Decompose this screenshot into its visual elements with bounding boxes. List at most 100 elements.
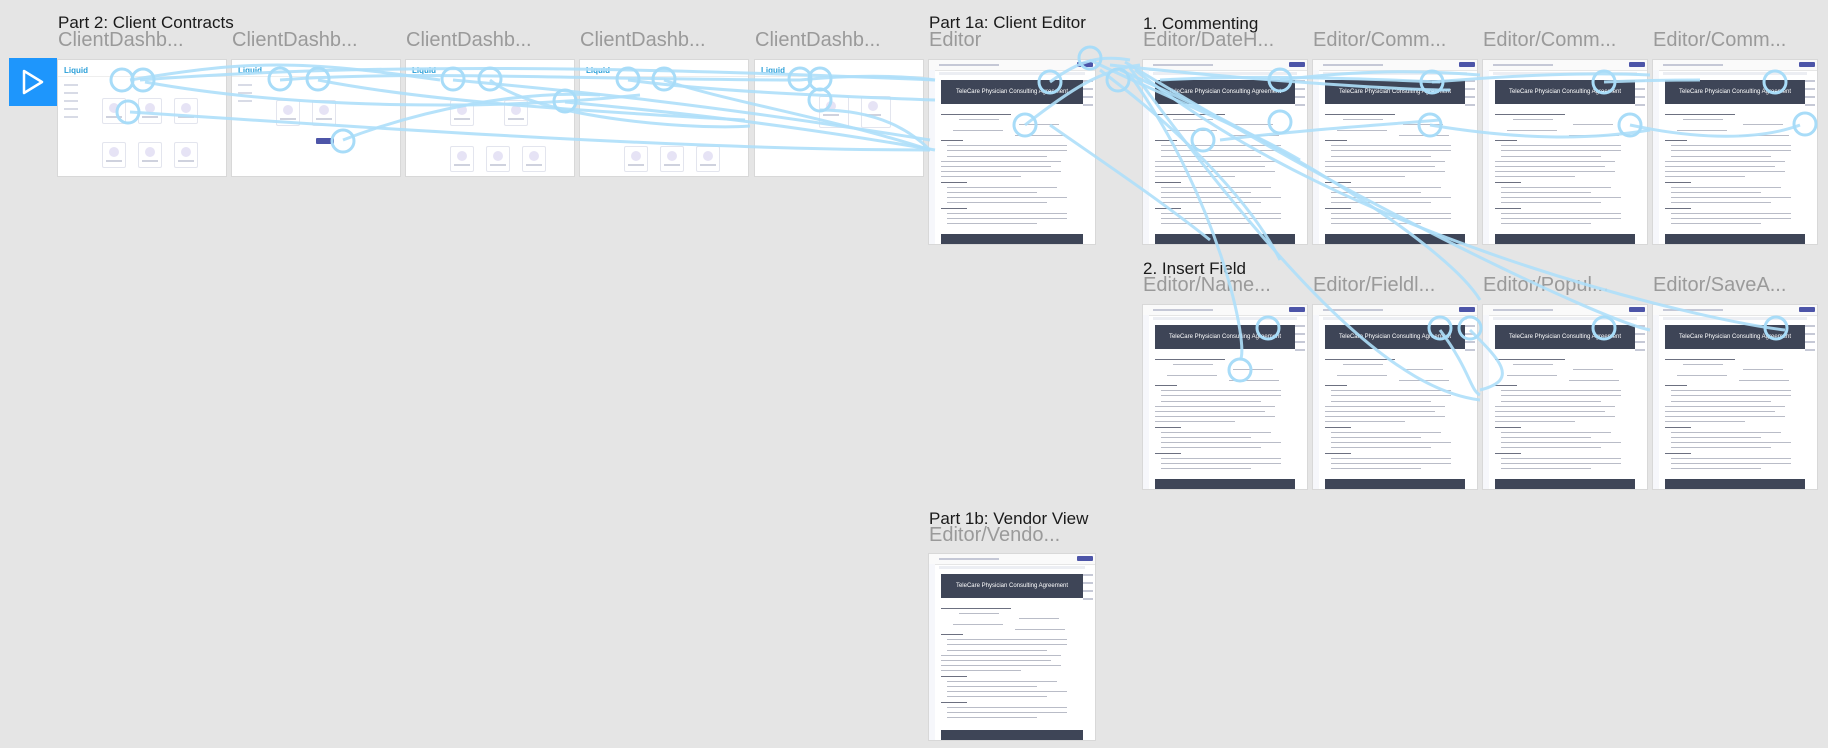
share-button[interactable] <box>1289 307 1305 312</box>
contract-card[interactable] <box>174 98 198 124</box>
document-text-line <box>1671 463 1791 464</box>
document-text-line <box>1665 405 1785 407</box>
share-button[interactable] <box>1629 62 1645 67</box>
sidebar-item[interactable] <box>64 92 78 94</box>
frame-editor-8[interactable]: TeleCare Physician Consulting Agreement <box>1483 305 1647 489</box>
document-text-line <box>941 675 967 677</box>
contract-card[interactable] <box>450 100 474 126</box>
contract-card[interactable] <box>624 146 648 172</box>
contract-card[interactable] <box>486 146 510 172</box>
share-button[interactable] <box>1289 62 1305 67</box>
contract-card[interactable] <box>138 142 162 168</box>
contract-card[interactable] <box>276 100 300 126</box>
frame-editor-2[interactable]: TeleCare Physician Consulting Agreement <box>1143 60 1307 244</box>
frame-editor-10[interactable]: TeleCare Physician Consulting Agreement <box>929 554 1095 740</box>
frame-editor-9[interactable]: TeleCare Physician Consulting Agreement <box>1653 305 1817 489</box>
contract-card[interactable] <box>102 98 126 124</box>
share-button[interactable] <box>1459 62 1475 67</box>
liquid-logo: Liquid <box>412 66 436 75</box>
share-button[interactable] <box>1459 307 1475 312</box>
share-button[interactable] <box>1077 556 1093 561</box>
present-play-button[interactable] <box>9 58 57 106</box>
contract-card[interactable] <box>312 100 336 126</box>
editor-left-rail <box>1483 70 1489 244</box>
frame-client-dashboard-4[interactable]: Liquid <box>580 60 748 176</box>
document-text-line <box>1501 431 1611 433</box>
frame-editor-6[interactable]: TeleCare Physician Consulting Agreement <box>1143 305 1307 489</box>
frame-client-dashboard-1[interactable]: Liquid <box>58 60 226 176</box>
formatting-toolbar[interactable] <box>1323 317 1467 320</box>
share-button[interactable] <box>1799 307 1815 312</box>
document-text-line <box>1501 442 1621 444</box>
formatting-toolbar[interactable] <box>1493 317 1637 320</box>
frame-editor-5[interactable]: TeleCare Physician Consulting Agreement <box>1653 60 1817 244</box>
frame-name[interactable]: Editor/Name... <box>1143 274 1271 296</box>
sidebar-item[interactable] <box>238 84 252 86</box>
contract-card[interactable] <box>696 146 720 172</box>
frame-name[interactable]: Editor <box>929 29 982 51</box>
formatting-toolbar[interactable] <box>1323 72 1467 75</box>
right-panel <box>1801 319 1815 379</box>
document-text-line <box>1155 426 1181 428</box>
frame-client-dashboard-2[interactable]: Liquid <box>232 60 400 176</box>
document-text-line <box>1161 395 1281 397</box>
frame-name[interactable]: ClientDashb... <box>406 29 532 51</box>
document-text-line <box>1161 150 1281 152</box>
sidebar-item[interactable] <box>64 100 78 102</box>
document-footer <box>1155 479 1295 489</box>
contract-card[interactable] <box>861 96 891 128</box>
formatting-toolbar[interactable] <box>1493 72 1637 75</box>
frame-name[interactable]: Editor/Fieldl... <box>1313 274 1436 296</box>
frame-editor-7[interactable]: TeleCare Physician Consulting Agreement <box>1313 305 1477 489</box>
contract-card[interactable] <box>660 146 684 172</box>
sidebar-item[interactable] <box>64 116 78 118</box>
formatting-toolbar[interactable] <box>939 72 1085 75</box>
frame-editor-3[interactable]: TeleCare Physician Consulting Agreement <box>1313 60 1477 244</box>
share-button[interactable] <box>1629 307 1645 312</box>
frame-name[interactable]: ClientDashb... <box>58 29 184 51</box>
formatting-toolbar[interactable] <box>1663 317 1807 320</box>
frame-name[interactable]: ClientDashb... <box>580 29 706 51</box>
sidebar-item[interactable] <box>238 100 252 102</box>
frame-name[interactable]: Editor/DateH... <box>1143 29 1275 51</box>
formatting-toolbar[interactable] <box>1663 72 1807 75</box>
document-text-line <box>1507 374 1557 376</box>
document-text-line <box>1233 369 1273 371</box>
contract-card[interactable] <box>102 142 126 168</box>
document-text-line <box>1161 218 1281 219</box>
document-text-line <box>1155 207 1181 209</box>
frame-name[interactable]: Editor/Popul... <box>1483 274 1609 296</box>
frame-name[interactable]: Editor/Comm... <box>1313 29 1447 51</box>
sidebar-item[interactable] <box>238 92 252 94</box>
document-footer <box>1495 479 1635 489</box>
contract-card[interactable] <box>174 142 198 168</box>
action-button[interactable] <box>316 138 334 144</box>
contract-card[interactable] <box>450 146 474 172</box>
contract-card[interactable] <box>819 96 849 128</box>
frame-client-dashboard-3[interactable]: Liquid <box>406 60 574 176</box>
contract-card[interactable] <box>138 98 162 124</box>
formatting-toolbar[interactable] <box>1153 72 1297 75</box>
share-button[interactable] <box>1799 62 1815 67</box>
contract-card[interactable] <box>504 100 528 126</box>
frame-name[interactable]: Editor/Vendo... <box>929 524 1061 546</box>
document-text-line <box>947 197 1067 199</box>
formatting-toolbar[interactable] <box>1153 317 1297 320</box>
frame-name[interactable]: Editor/Comm... <box>1653 29 1787 51</box>
frame-name[interactable]: Editor/Comm... <box>1483 29 1617 51</box>
sidebar-item[interactable] <box>64 84 78 86</box>
frame-name[interactable]: ClientDashb... <box>755 29 881 51</box>
sidebar-item[interactable] <box>64 108 78 110</box>
share-button[interactable] <box>1077 62 1093 67</box>
frame-name[interactable]: Editor/SaveA... <box>1653 274 1787 296</box>
formatting-toolbar[interactable] <box>939 566 1085 569</box>
frame-client-dashboard-5[interactable]: Liquid <box>755 60 923 176</box>
editor-left-rail <box>929 70 935 244</box>
contract-card[interactable] <box>522 146 546 172</box>
frame-editor-4[interactable]: TeleCare Physician Consulting Agreement <box>1483 60 1647 244</box>
frame-name[interactable]: ClientDashb... <box>232 29 358 51</box>
document-text-line <box>947 639 1067 641</box>
editor-toolbar <box>1143 305 1307 316</box>
frame-editor-1[interactable]: TeleCare Physician Consulting Agreement <box>929 60 1095 244</box>
document-header: TeleCare Physician Consulting Agreement <box>941 80 1083 104</box>
